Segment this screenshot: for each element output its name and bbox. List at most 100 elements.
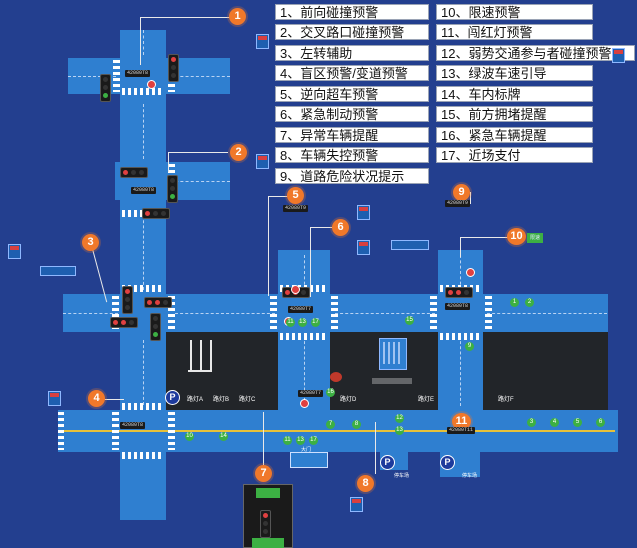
- legend-item-15: 15、前方拥堵提醒: [436, 106, 593, 122]
- leader-line-6: [310, 227, 340, 228]
- car-plate: 42080T8: [445, 303, 471, 310]
- block-parking-left: [166, 332, 278, 410]
- car-plate: 42080T8: [120, 422, 146, 429]
- lamp-number: 3: [527, 418, 536, 427]
- marker-6: 6: [332, 219, 349, 236]
- crosswalk: [58, 412, 64, 450]
- legend-item-11: 11、闯红灯预警: [436, 24, 593, 40]
- feature-badge: 14: [219, 432, 228, 441]
- crosswalk: [122, 452, 164, 459]
- traffic-light: [445, 287, 473, 298]
- lane-line: [335, 313, 435, 315]
- leader-line-1: [140, 17, 230, 18]
- crosswalk: [168, 412, 175, 450]
- crosswalk: [112, 296, 119, 330]
- center-yellow-line: [60, 430, 615, 432]
- crosswalk: [122, 88, 164, 95]
- traffic-light: [110, 317, 138, 328]
- marker-7: 7: [255, 465, 272, 482]
- crosswalk: [122, 285, 164, 292]
- traffic-light: [168, 54, 179, 82]
- legend-item-7: 7、异常车辆提醒: [275, 127, 429, 143]
- crosswalk: [168, 296, 175, 330]
- parking-sign: P: [165, 390, 180, 405]
- legend-item-10: 10、限速预警: [436, 4, 593, 20]
- car-plate: 42080T7: [288, 306, 314, 313]
- lamp-label-f: 路灯F: [498, 397, 514, 403]
- gate-label: 大门: [301, 447, 312, 453]
- lamp-label-b: 路灯B: [213, 397, 230, 403]
- parking-sign: P: [380, 455, 395, 470]
- leader-line-4: [104, 399, 124, 400]
- speed-limit-sign: 限速: [527, 233, 544, 243]
- leader-line-6-v: [310, 227, 311, 297]
- traffic-light: [120, 167, 148, 178]
- marker-10: 10: [507, 228, 526, 245]
- hazard-sign: [330, 372, 342, 382]
- lane-line: [170, 181, 230, 183]
- traffic-light: [144, 297, 172, 308]
- lane-line: [460, 336, 462, 406]
- car-plate: 42080T8: [131, 187, 157, 194]
- feature-badge: 15: [405, 316, 414, 325]
- leader-line-1-v: [140, 17, 141, 65]
- crosswalk: [331, 296, 338, 330]
- lamp-number: 1: [510, 298, 519, 307]
- parking-label: 停车场: [462, 473, 478, 479]
- panel-tag: [256, 488, 280, 498]
- gate: [290, 452, 328, 468]
- legend-item-9: 9、道路危险状况提示: [275, 168, 429, 184]
- legend-item-3: 3、左转辅助: [275, 45, 429, 61]
- lamp-label-a: 路灯A: [187, 397, 204, 403]
- lamp-label-c: 路灯C: [239, 397, 256, 403]
- legend-item-17: 17、近场支付: [436, 147, 593, 163]
- lane-line: [487, 313, 607, 315]
- legend-item-2: 2、交叉路口碰撞预警: [275, 24, 429, 40]
- lane-line: [304, 255, 306, 290]
- roadside-unit: [8, 244, 21, 259]
- traffic-light: [260, 510, 271, 538]
- lamp-number: 6: [596, 418, 605, 427]
- lane-line: [304, 336, 306, 406]
- road-tag: [40, 266, 76, 276]
- parking-label: 停车场: [394, 473, 410, 479]
- leader-line-8: [375, 422, 376, 474]
- lane-line: [175, 313, 275, 315]
- feature-badge: 17: [311, 318, 320, 327]
- roadside-unit: [256, 34, 269, 49]
- parking-baseline: [188, 370, 212, 372]
- leader-line-7: [263, 412, 264, 467]
- feature-badge: 13: [296, 436, 305, 445]
- legend-item-5: 5、逆向超车预警: [275, 86, 429, 102]
- lane-line: [143, 340, 145, 405]
- warning-circle: [147, 80, 156, 89]
- car-plate: 42080T8: [125, 70, 151, 77]
- car-plate: 42080T9: [445, 200, 471, 207]
- legend-item-13: 13、绿波车速引导: [436, 65, 593, 81]
- crosswalk: [270, 296, 277, 330]
- legend-item-12: 12、弱势交通参与者碰撞预警: [436, 45, 635, 61]
- lane-line: [460, 255, 462, 290]
- lamp-number: 5: [573, 418, 582, 427]
- marker-11: 11: [452, 413, 471, 430]
- marker-3: 3: [82, 234, 99, 251]
- legend-item-4: 4、盲区预警/变道预警: [275, 65, 429, 81]
- lane-line: [143, 30, 145, 55]
- feature-badge: 13: [298, 318, 307, 327]
- roadside-unit: [350, 497, 363, 512]
- warning-circle: [466, 268, 475, 277]
- crosswalk: [440, 333, 482, 340]
- feature-badge: 11: [286, 318, 295, 327]
- parking-line: [200, 340, 202, 370]
- legend-item-16: 16、紧急车辆提醒: [436, 127, 593, 143]
- lane-line: [63, 313, 118, 315]
- traffic-light: [150, 313, 161, 341]
- parking-line: [210, 340, 212, 370]
- roadside-unit: [357, 240, 370, 255]
- lamp-number: 4: [550, 418, 559, 427]
- legend-item-1: 1、前向碰撞预警: [275, 4, 429, 20]
- lane-line: [143, 104, 145, 159]
- marker-4: 4: [88, 390, 105, 407]
- feature-badge: 16: [326, 388, 335, 397]
- building-icon-caption: [372, 378, 412, 384]
